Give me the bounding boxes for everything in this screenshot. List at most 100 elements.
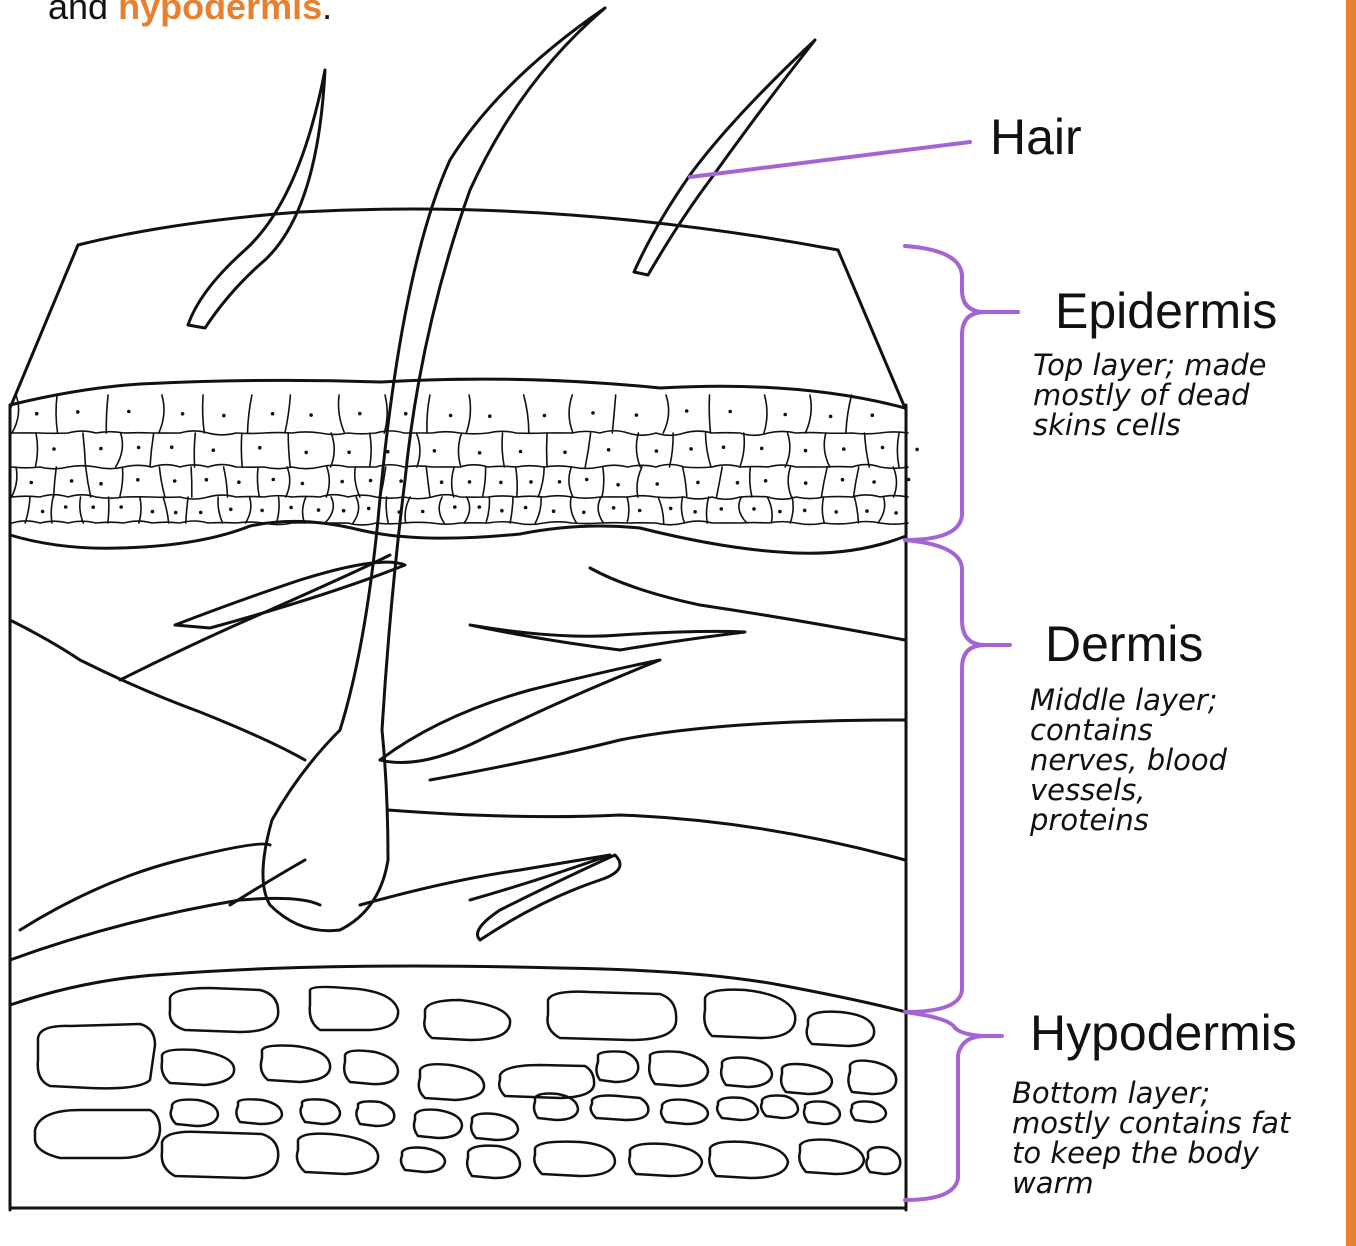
epidermis-cell-wall bbox=[257, 467, 259, 497]
dermis-fiber-6 bbox=[380, 660, 660, 763]
dermis-fiber-5 bbox=[470, 625, 745, 650]
epidermis-cell-wall bbox=[585, 433, 590, 467]
epidermis-cell-nucleus bbox=[685, 409, 689, 413]
epidermis-cell-nucleus bbox=[237, 480, 241, 484]
epidermis-cell-nucleus bbox=[304, 451, 308, 455]
epidermis-cell-wall bbox=[683, 467, 687, 497]
epidermis-cell-nucleus bbox=[258, 446, 262, 450]
dermis-fiber-9 bbox=[388, 810, 905, 860]
dermis-fiber-4 bbox=[590, 568, 905, 640]
epidermis-cell-wall bbox=[670, 433, 674, 467]
epidermis-cell-wall bbox=[739, 497, 747, 523]
epidermis-cell-wall bbox=[524, 395, 529, 433]
epidermis-cell-nucleus bbox=[552, 509, 556, 513]
epidermis-cell-wall bbox=[764, 395, 767, 433]
epidermis-cell-nucleus bbox=[173, 479, 177, 483]
dermis-fiber-8 bbox=[20, 844, 270, 930]
epidermis-cell-wall bbox=[186, 497, 188, 523]
epidermis-cell-nucleus bbox=[563, 451, 567, 455]
epidermis-cell-nucleus bbox=[829, 415, 833, 419]
epidermis-cell-nucleus bbox=[119, 505, 123, 509]
epidermis-cell-nucleus bbox=[842, 447, 846, 451]
dermis-title: Dermis bbox=[1045, 615, 1203, 673]
epidermis-cell-wall bbox=[246, 497, 251, 523]
epidermis-cell-wall bbox=[458, 433, 461, 467]
block-left-slant bbox=[10, 245, 78, 408]
epidermis-cell-wall bbox=[788, 467, 791, 497]
epidermis-cell-nucleus bbox=[397, 510, 401, 514]
epidermis-cell-wall bbox=[56, 395, 58, 433]
epidermis-cell-nucleus bbox=[764, 479, 768, 483]
epidermis-cell-wall bbox=[854, 467, 859, 497]
epidermis-cell-wall bbox=[86, 467, 91, 497]
epidermis-cell-nucleus bbox=[500, 509, 504, 513]
epidermis-cell-wall bbox=[303, 497, 306, 523]
epidermis-cell-wall bbox=[824, 433, 830, 467]
epidermis-cell-wall bbox=[569, 395, 573, 433]
epidermis-cell-wall bbox=[80, 497, 84, 523]
epidermis-cell-nucleus bbox=[340, 480, 344, 484]
epidermis-cell-nucleus bbox=[865, 509, 869, 513]
epidermis-cell-wall bbox=[516, 467, 518, 497]
epidermis-cell-wall bbox=[464, 497, 469, 523]
epidermis-cell-row-line bbox=[12, 521, 908, 525]
epidermis-cell-wall bbox=[248, 395, 252, 433]
epidermis-cell-nucleus bbox=[151, 510, 155, 514]
epidermis-cell-nucleus bbox=[736, 481, 740, 485]
epidermis-cell-wall bbox=[897, 433, 899, 467]
epidermis-cell-nucleus bbox=[783, 413, 787, 417]
block-right-slant bbox=[838, 250, 905, 408]
epidermis-cell-wall bbox=[150, 433, 154, 467]
epidermis-cell-wall bbox=[25, 497, 30, 523]
epidermis-cell-nucleus bbox=[468, 480, 472, 484]
epidermis-cell-nucleus bbox=[174, 511, 178, 515]
epidermis-description: Top layer; made mostly of dead skins cel… bbox=[1033, 350, 1267, 440]
epidermis-cell-nucleus bbox=[301, 482, 305, 486]
epidermis-cell-nucleus bbox=[478, 505, 482, 509]
hair-label: Hair bbox=[990, 108, 1082, 166]
epidermis-cell-wall bbox=[790, 497, 793, 523]
epidermis-cell-nucleus bbox=[722, 445, 726, 449]
epidermis-cell-wall bbox=[120, 467, 123, 497]
epidermis-cell-wall bbox=[139, 497, 141, 523]
epidermis-cell-nucleus bbox=[841, 478, 845, 482]
epidermis-cell-wall bbox=[483, 467, 486, 497]
epidermis-cell-nucleus bbox=[205, 478, 209, 482]
epidermis-cell-nucleus bbox=[519, 450, 523, 454]
epidermis-cell-nucleus bbox=[440, 480, 444, 484]
epidermis-cell-nucleus bbox=[720, 507, 724, 511]
epidermis-cell-nucleus bbox=[137, 446, 141, 450]
epidermis-cell-nucleus bbox=[449, 414, 453, 418]
epidermis-cell-nucleus bbox=[35, 412, 39, 416]
epidermis-cell-nucleus bbox=[558, 480, 562, 484]
epidermis-top-edge bbox=[10, 379, 905, 408]
epidermis-cell-nucleus bbox=[907, 478, 911, 482]
epidermis-cell-wall bbox=[805, 395, 811, 433]
epidermis-cell-nucleus bbox=[404, 412, 408, 416]
epidermis-cell-wall bbox=[163, 497, 169, 523]
epidermis-cell-wall bbox=[637, 467, 642, 497]
epidermis-cell-nucleus bbox=[834, 510, 838, 514]
epidermis-cell-nucleus bbox=[99, 447, 103, 451]
epidermis-cell-nucleus bbox=[689, 447, 693, 451]
epidermis-cell-wall bbox=[353, 497, 359, 523]
epidermis-cell-nucleus bbox=[136, 478, 140, 482]
epidermis-cell-wall bbox=[707, 497, 709, 523]
epidermis-cell-wall bbox=[331, 433, 335, 467]
dermis-bracket bbox=[905, 540, 1010, 1012]
epidermis-cell-nucleus bbox=[881, 446, 885, 450]
epidermis-cell-wall bbox=[706, 433, 712, 467]
epidermis-cell-nucleus bbox=[181, 412, 185, 416]
epidermis-cell-wall bbox=[767, 497, 772, 523]
epidermis-bottom-edge bbox=[10, 521, 906, 553]
epidermis-cell-nucleus bbox=[317, 508, 321, 512]
dermis-fiber-2 bbox=[120, 555, 390, 680]
epidermis-cell-nucleus bbox=[367, 507, 371, 511]
epidermis-cell-wall bbox=[658, 497, 664, 523]
hair-main-shaft bbox=[263, 8, 605, 931]
epidermis-cell-wall bbox=[83, 433, 86, 467]
epidermis-cell-wall bbox=[636, 433, 640, 467]
epidermis-cell-wall bbox=[194, 433, 195, 467]
dermis-description: Middle layer; contains nerves, blood ves… bbox=[1030, 685, 1227, 835]
epidermis-cell-wall bbox=[159, 467, 165, 497]
